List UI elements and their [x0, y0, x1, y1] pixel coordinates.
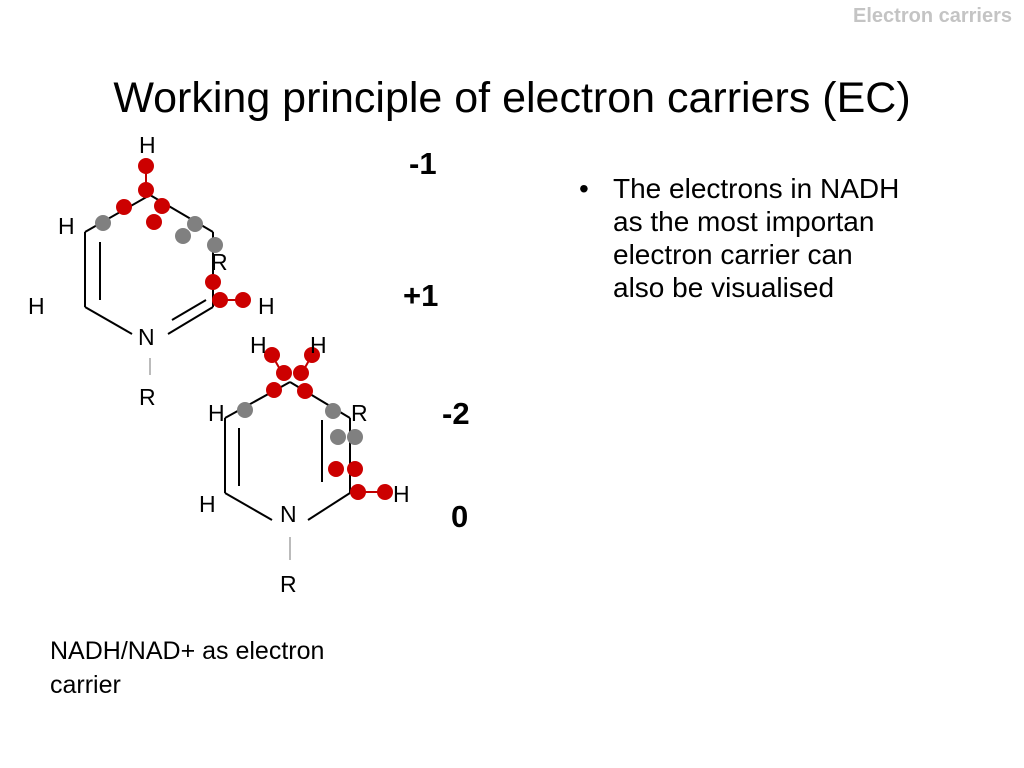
atom-r-right: R	[351, 400, 368, 426]
electron-dot	[95, 215, 111, 231]
header-tag: Electron carriers	[853, 5, 1012, 27]
bullet-item: The electrons in NADH as the most import…	[575, 172, 905, 304]
molecule-top-electrons	[95, 158, 251, 308]
electron-dot	[264, 347, 280, 363]
bullet-list: The electrons in NADH as the most import…	[575, 172, 905, 304]
electron-dot	[347, 429, 363, 445]
electron-dot	[347, 461, 363, 477]
electron-dot	[350, 484, 366, 500]
electron-dot	[187, 216, 203, 232]
slide-title: Working principle of electron carriers (…	[113, 74, 911, 122]
atom-n: N	[280, 501, 297, 527]
atom-h-top: H	[139, 132, 156, 158]
electron-dot	[330, 429, 346, 445]
atom-h-lower-left: H	[28, 293, 45, 319]
electron-dot	[175, 228, 191, 244]
molecule-bottom: H H H R H H N R	[199, 332, 410, 597]
electron-dot	[377, 484, 393, 500]
electron-dot	[293, 365, 309, 381]
charge-minus-two: -2	[442, 396, 470, 431]
molecule-top-atoms: H H H R H N R	[28, 132, 275, 410]
atom-h-left: H	[208, 400, 225, 426]
electron-dot	[138, 158, 154, 174]
electron-dot	[138, 182, 154, 198]
atom-n: N	[138, 324, 155, 350]
electron-dot	[116, 199, 132, 215]
electron-dot	[212, 292, 228, 308]
electron-dot	[276, 365, 292, 381]
diagram-caption: NADH/NAD+ as electron carrier	[50, 637, 325, 699]
atom-r-right: R	[211, 249, 228, 275]
atom-h-left: H	[58, 213, 75, 239]
charge-minus-one: -1	[409, 146, 437, 181]
atom-h-top-left: H	[250, 332, 267, 358]
atom-h-lower-left: H	[199, 491, 216, 517]
molecule-bottom-electrons	[237, 347, 393, 500]
electron-dot	[205, 274, 221, 290]
electron-dot	[146, 214, 162, 230]
molecule-top: H H H R H N R	[28, 132, 275, 410]
electron-dot	[325, 403, 341, 419]
electron-dot	[154, 198, 170, 214]
charge-zero: 0	[451, 499, 469, 534]
electron-dot	[235, 292, 251, 308]
atom-r-bottom: R	[139, 384, 156, 410]
atom-r-bottom: R	[280, 571, 297, 597]
electron-dot	[304, 347, 320, 363]
charge-plus-one: +1	[403, 278, 439, 313]
atom-h-right: H	[258, 293, 275, 319]
electron-dot	[297, 383, 313, 399]
electron-dot	[266, 382, 282, 398]
atom-h-top-right: H	[310, 332, 327, 358]
atom-h-right: H	[393, 481, 410, 507]
electron-dot	[207, 237, 223, 253]
molecule-bottom-atoms: H H H R H H N R	[199, 332, 410, 597]
electron-dot	[328, 461, 344, 477]
electron-dot	[237, 402, 253, 418]
